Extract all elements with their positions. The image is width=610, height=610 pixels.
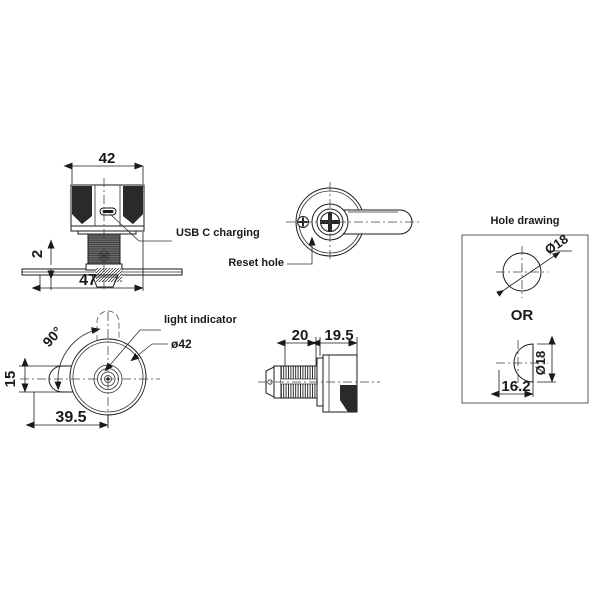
dimension-diameter-42: ø42 (130, 337, 192, 362)
dimension-value-dia42: ø42 (171, 337, 192, 351)
dimension-width-42: 42 (63, 150, 144, 184)
dimension-panel-2: 2 (29, 239, 58, 290)
knob-body (70, 184, 145, 235)
callout-light-indicator: light indicator (104, 314, 237, 372)
knob-plan-view: 90° light indicator ø42 15 (2, 310, 237, 430)
dimension-thread-20: 20 (276, 327, 317, 370)
lever-rotated-position (96, 310, 120, 377)
dimension-value-dia18-d: Ø18 (533, 351, 548, 376)
dimension-body-19-5: 19.5 (311, 327, 358, 356)
knob-grip-wedges (72, 186, 143, 224)
dimension-value-42: 42 (99, 150, 116, 167)
dimension-value-16-2: 16.2 (501, 378, 530, 395)
hole-option-d-shape: Ø18 16.2 (490, 335, 556, 398)
dimension-offset-15: 15 (2, 357, 62, 393)
lock-face-view: Reset hole (228, 182, 420, 269)
dimension-value-90: 90° (39, 323, 65, 349)
callout-label-reset-hole: Reset hole (228, 257, 284, 269)
callout-reset-hole: Reset hole (228, 236, 316, 269)
dimension-value-2: 2 (29, 250, 46, 258)
hole-drawing-panel: Hole drawing Ø18 OR (461, 215, 589, 404)
front-elevation-view: 42 (21, 150, 260, 292)
callout-usb-c-charging: USB C charging (109, 213, 260, 242)
side-section-view: 20 19.5 (258, 327, 380, 413)
callout-label-light-indicator: light indicator (164, 314, 237, 326)
hole-drawing-title: Hole drawing (490, 215, 559, 227)
knob-body-side (322, 354, 358, 413)
dimension-value-15: 15 (2, 371, 19, 388)
dimension-value-20: 20 (292, 327, 309, 344)
callout-label-usb-c: USB C charging (176, 227, 260, 239)
hole-option-separator: OR (511, 307, 534, 324)
dimension-value-39-5: 39.5 (55, 409, 86, 426)
dimension-length-47: 47 (31, 232, 144, 292)
dimension-value-47: 47 (79, 272, 97, 289)
dimension-depth-39-5: 39.5 (25, 392, 109, 429)
usb-c-port (99, 207, 117, 216)
dimension-value-19-5: 19.5 (324, 327, 353, 344)
